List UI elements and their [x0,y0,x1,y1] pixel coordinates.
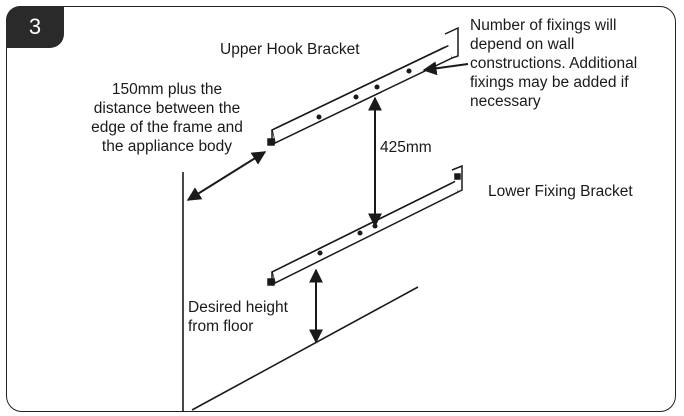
floor-height-label: Desired height from floor [188,298,288,336]
fixings-note-line-5: necessary [470,93,541,110]
fixings-pointer-arrow-icon [422,61,469,76]
upper-hook-bracket-shape [267,26,459,146]
floor-height-line-2: from floor [188,318,254,335]
panel-frame [6,6,676,412]
step-number-badge: 3 [6,6,64,48]
floor-line [191,286,419,411]
frame-offset-line-3: edge of the frame and [91,119,243,136]
frame-offset-arrow-icon [186,151,267,201]
frame-offset-label: 150mm plus the distance between the edge… [62,80,272,156]
fixings-note-line-4: fixings may be added if [470,74,629,91]
lower-fixing-bracket-shape [267,164,463,286]
upper-hook-bracket-label: Upper Hook Bracket [220,41,360,58]
spacing-label: 425mm [380,139,432,156]
floor-height-line-1: Desired height [188,299,288,316]
fixings-note-label: Number of fixings will depend on wall co… [470,16,637,111]
lower-fixing-bracket-label: Lower Fixing Bracket [488,183,633,200]
fixings-note-line-3: constructions. Additional [470,55,638,72]
frame-offset-line-2: distance between the [93,100,241,117]
frame-offset-line-4: the appliance body [101,138,233,155]
fixings-note-line-1: Number of fixings will [470,17,617,34]
fixings-note-line-2: depend on wall [470,36,575,53]
wall-outline [182,172,419,412]
frame-offset-line-1: 150mm plus the [111,81,223,98]
